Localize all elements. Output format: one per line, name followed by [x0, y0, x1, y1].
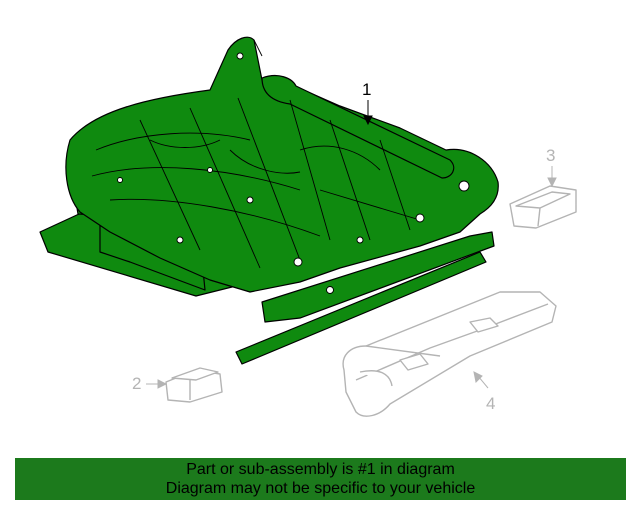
callout-leader-4: [473, 371, 489, 389]
disclaimer-banner: Part or sub-assembly is #1 in diagram Di…: [15, 458, 626, 500]
callout-leader-2: [146, 379, 168, 389]
banner-line-2: Diagram may not be specific to your vehi…: [165, 480, 476, 497]
seat-frame-assembly[interactable]: [39, 36, 499, 365]
banner-line-1: Part or sub-assembly is #1 in diagram: [186, 461, 455, 478]
clip-cover-part-2[interactable]: [165, 367, 223, 403]
side-trim-panel-part-4[interactable]: [342, 291, 557, 417]
callout-label-1: 1: [362, 80, 372, 99]
callout-label-4: 4: [486, 394, 496, 413]
callout-leader-1: [363, 100, 373, 126]
parts-diagram: [39, 36, 577, 417]
end-cover-part-3[interactable]: [509, 185, 577, 229]
callout-label-3: 3: [546, 146, 556, 165]
callout-leader-3: [547, 166, 557, 188]
callout-label-2: 2: [132, 374, 142, 393]
